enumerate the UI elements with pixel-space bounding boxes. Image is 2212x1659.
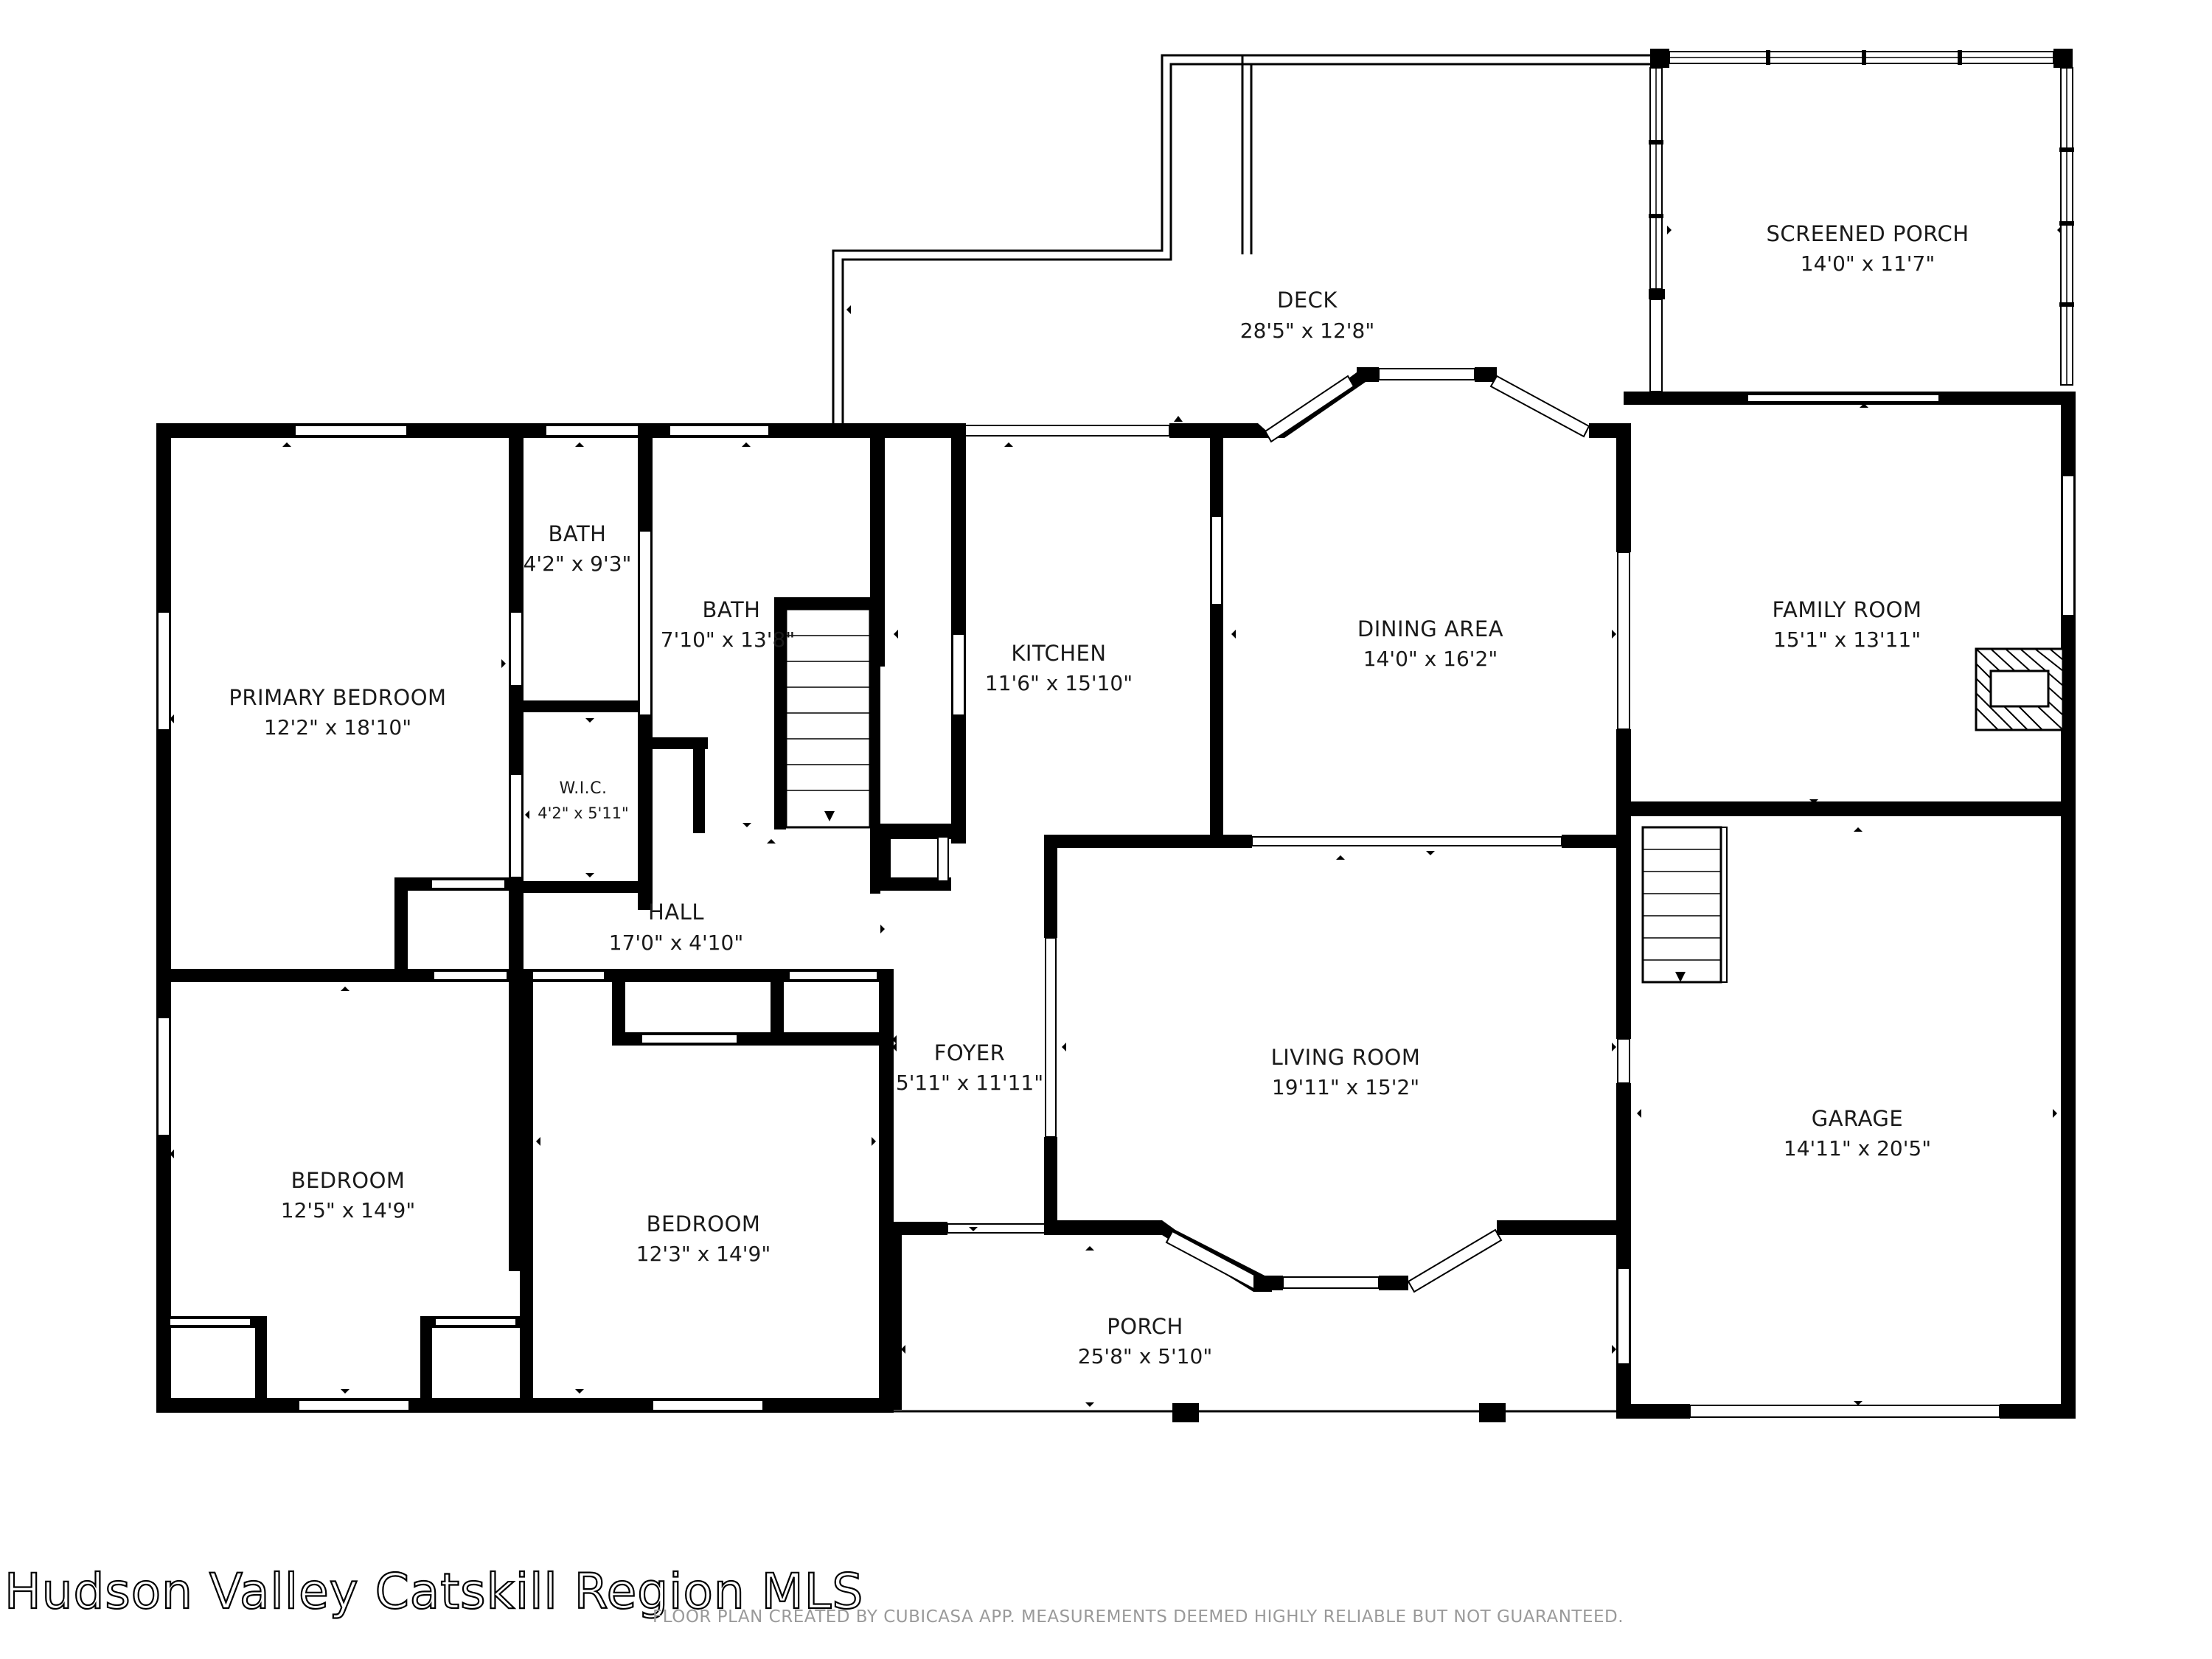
bedroom-middle-name: BEDROOM (647, 1211, 761, 1237)
bath-large-dim: 7'10" x 13'8" (661, 627, 795, 652)
porch-dim: 25'8" x 5'10" (1078, 1344, 1212, 1368)
left-wall (156, 423, 171, 1411)
porch-edge (894, 1403, 1618, 1422)
bath-small-name: BATH (548, 521, 606, 546)
deck-dim: 28'5" x 12'8" (1240, 319, 1374, 343)
kitchen-name: KITCHEN (1011, 641, 1106, 666)
dining-area-dim: 14'0" x 16'2" (1363, 647, 1498, 671)
wic-name: W.I.C. (559, 779, 607, 798)
primary-bedroom-name: PRIMARY BEDROOM (229, 685, 446, 710)
room-labels: DECK 28'5" x 12'8" SCREENED PORCH 14'0" … (229, 221, 1969, 1368)
stairs-main (785, 608, 872, 829)
bedroom-closets (156, 1316, 524, 1411)
living-room-name: LIVING ROOM (1271, 1045, 1421, 1070)
garage-dim: 14'11" x 20'5" (1784, 1136, 1931, 1161)
hall-name: HALL (648, 900, 704, 925)
porch-name: PORCH (1107, 1314, 1183, 1339)
family-room-name: FAMILY ROOM (1773, 597, 1922, 622)
wic-dim: 4'2" x 5'11" (538, 804, 628, 822)
foyer-name: FOYER (934, 1040, 1006, 1065)
kitchen-foyer-walls (877, 438, 1630, 1410)
bedroom-bath-walls (509, 423, 966, 1271)
screened-porch-walls (1624, 49, 2074, 405)
living-bay (1044, 1220, 1630, 1293)
dining-area-name: DINING AREA (1357, 616, 1503, 641)
deck-name: DECK (1277, 288, 1338, 313)
living-room-dim: 19'11" x 15'2" (1272, 1075, 1419, 1099)
bottom-wall (156, 1398, 894, 1413)
primary-bedroom-dim: 12'2" x 18'10" (264, 715, 411, 740)
floorplan-credit: FLOOR PLAN CREATED BY CUBICASA APP. MEAS… (653, 1607, 1624, 1627)
hall-dim: 17'0" x 4'10" (609, 931, 743, 955)
foyer-dim: 5'11" x 11'11" (896, 1071, 1043, 1095)
kitchen-dim: 11'6" x 15'10" (985, 671, 1133, 695)
bedroom-left-name: BEDROOM (291, 1168, 406, 1193)
screened-porch-dim: 14'0" x 11'7" (1801, 251, 1935, 276)
bedroom-middle-dim: 12'3" x 14'9" (636, 1242, 771, 1266)
garage-name: GARAGE (1812, 1106, 1903, 1131)
top-wall (156, 367, 1627, 443)
bath-large-name: BATH (702, 597, 760, 622)
screened-porch-name: SCREENED PORCH (1766, 221, 1969, 246)
dimension-ticks (170, 226, 2062, 1407)
hall-walls (156, 877, 894, 1411)
bath-small-dim: 4'2" x 9'3" (524, 552, 632, 576)
mls-watermark: Hudson Valley Catskill Region MLS (4, 1562, 864, 1621)
deck-outline (832, 54, 1659, 424)
bedroom-left-dim: 12'5" x 14'9" (281, 1198, 415, 1222)
dining-family-walls (1616, 423, 1631, 1419)
family-room-dim: 15'1" x 13'11" (1773, 627, 1921, 652)
family-garage-walls (1616, 392, 2076, 1419)
